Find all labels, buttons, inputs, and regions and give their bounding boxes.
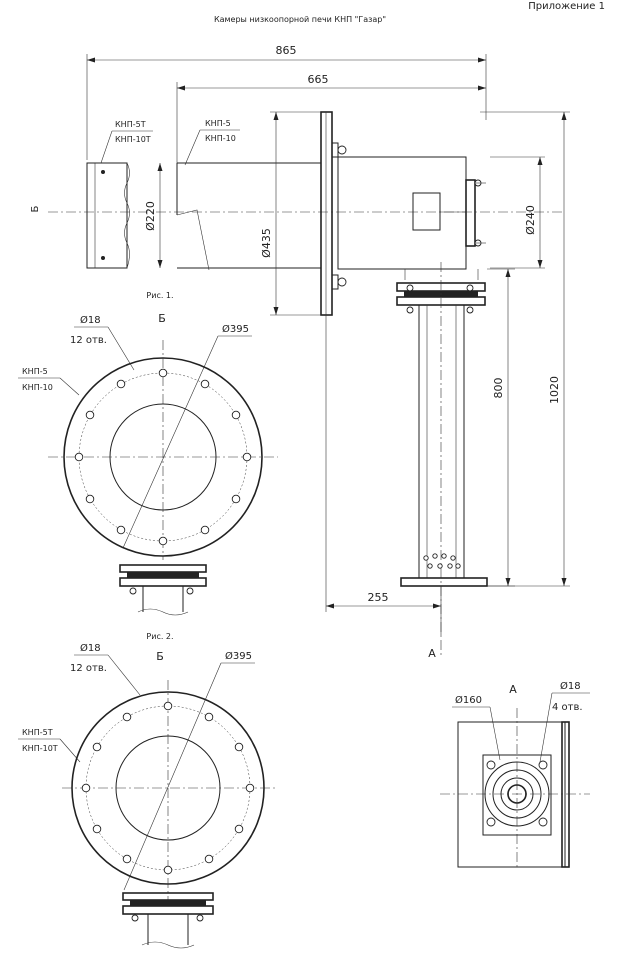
- label-knp-5t-10t: КНП-5Т КНП-10Т: [100, 120, 153, 164]
- svg-text:1020: 1020: [548, 376, 561, 404]
- fig2-hole-diam: Ø18: [80, 642, 101, 654]
- dimension-800: 800: [487, 268, 515, 587]
- burner-housing: [337, 156, 486, 270]
- dimension-diam-435: Ø435: [260, 111, 321, 316]
- svg-text:КНП-10Т: КНП-10Т: [115, 135, 151, 144]
- main-flange: [320, 111, 347, 316]
- fig1-caption: Рис. 1.: [146, 291, 173, 300]
- dimension-865: 865: [86, 44, 487, 160]
- fig2-bolt-holes: [81, 701, 255, 875]
- drawing-title: Камеры низкоопорной печи КНП "Газар": [214, 15, 386, 24]
- appendix-label: Приложение 1: [528, 1, 605, 12]
- view-a-hole-diam: Ø18: [560, 680, 581, 692]
- fig1-bolt-holes: [74, 368, 252, 546]
- dim-665-text: 665: [308, 73, 329, 86]
- fig2-hole-count: 12 отв.: [70, 663, 107, 674]
- svg-text:Ø240: Ø240: [524, 205, 537, 235]
- view-a-bolt-circle: Ø160: [455, 694, 482, 706]
- dim-865-text: 865: [276, 44, 297, 57]
- dimension-diam-220: Ø220: [144, 163, 163, 268]
- svg-text:800: 800: [492, 378, 505, 399]
- standpipe: [396, 262, 488, 655]
- fig2-flange-view: Рис. 2. Б Ø18 12 отв. Ø395 КНП-5Т КНП-10…: [18, 632, 276, 949]
- inlet-short-tube: [86, 162, 130, 269]
- dimension-diam-240: Ø240: [490, 156, 545, 269]
- side-view: 865 665 КНП-5Т КНП-10Т КНП-5 КНП-10 Б: [30, 44, 570, 660]
- view-a-hole-count: 4 отв.: [552, 702, 583, 713]
- svg-text:КНП-10: КНП-10: [22, 383, 53, 392]
- view-a-marker: А: [428, 612, 442, 660]
- dimension-665: 665: [176, 73, 486, 165]
- svg-text:КНП-5: КНП-5: [22, 367, 48, 376]
- svg-text:Ø220: Ø220: [144, 201, 157, 231]
- fig2-view-label: Б: [156, 650, 164, 663]
- view-a-detail: А Ø160 Ø18 4 отв.: [440, 680, 590, 870]
- dimension-1020: 1020: [480, 111, 570, 587]
- svg-text:КНП-10: КНП-10: [205, 134, 236, 143]
- fig1-hole-diam: Ø18: [80, 314, 101, 326]
- fig1-flange-view: Рис. 1. Б Ø18 12 отв. Ø395 КНП-5 КНП-10: [18, 291, 278, 616]
- fig2-outer-diam: Ø395: [225, 650, 252, 662]
- fig1-pipe-stub: [119, 564, 207, 616]
- svg-text:КНП-5Т: КНП-5Т: [115, 120, 146, 129]
- svg-text:КНП-5Т: КНП-5Т: [22, 728, 53, 737]
- axis-label-b: Б: [30, 205, 41, 212]
- fig2-caption: Рис. 2.: [146, 632, 173, 641]
- svg-text:КНП-10Т: КНП-10Т: [22, 744, 58, 753]
- view-a-title: А: [509, 683, 517, 696]
- svg-text:Ø435: Ø435: [260, 228, 273, 258]
- fig2-pipe-stub: [122, 892, 214, 949]
- main-tube: [176, 162, 321, 271]
- svg-text:255: 255: [368, 591, 389, 604]
- fig1-hole-count: 12 отв.: [70, 335, 107, 346]
- svg-text:КНП-5: КНП-5: [205, 119, 231, 128]
- fig1-view-label: Б: [158, 312, 166, 325]
- svg-text:А: А: [428, 647, 436, 660]
- label-knp-5-10: КНП-5 КНП-10: [184, 119, 240, 166]
- fig1-outer-diam: Ø395: [222, 323, 249, 335]
- dimension-255: 255: [325, 315, 442, 612]
- inlet-holes: [423, 553, 461, 569]
